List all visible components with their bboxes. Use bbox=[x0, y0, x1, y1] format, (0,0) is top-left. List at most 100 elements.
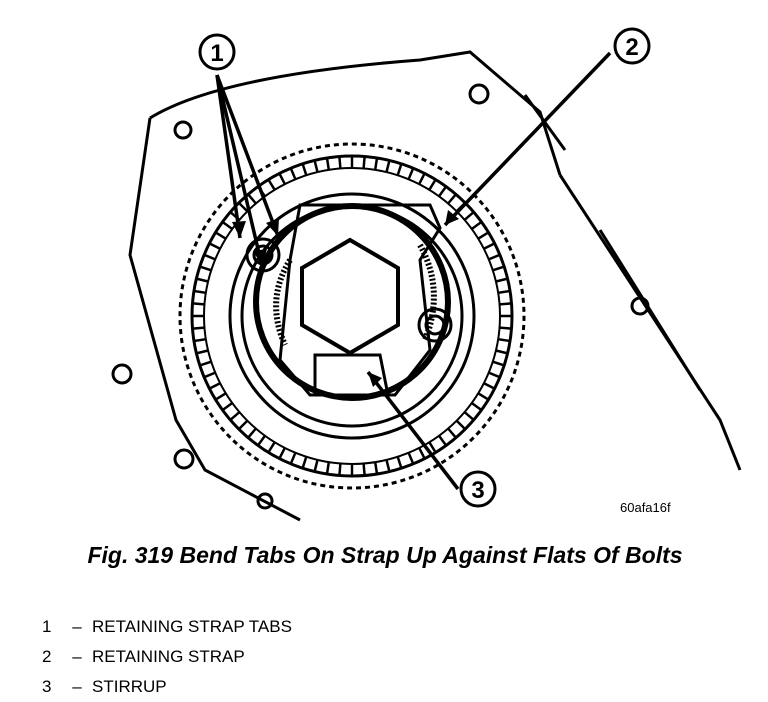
gear-tooth bbox=[407, 452, 415, 465]
gear-tooth bbox=[385, 459, 391, 472]
gear-tooth bbox=[447, 193, 457, 205]
gear-tooth bbox=[455, 419, 466, 430]
gear-tooth bbox=[488, 253, 501, 261]
gear-tooth bbox=[301, 163, 308, 176]
figure-id-label: 60afa16f bbox=[620, 500, 671, 515]
legend-label: RETAINING STRAP TABS bbox=[92, 617, 292, 636]
gear-tooth bbox=[313, 459, 319, 472]
gear-tooth bbox=[196, 349, 209, 355]
callout-3-label: 3 bbox=[471, 477, 484, 504]
gear-tooth bbox=[278, 447, 286, 460]
gear-tooth bbox=[463, 211, 475, 221]
gear-tooth bbox=[407, 167, 415, 180]
gear-tooth bbox=[221, 401, 234, 412]
gear-tooth bbox=[193, 337, 206, 343]
gear-tooth bbox=[362, 156, 366, 169]
gear-tooth bbox=[495, 349, 508, 355]
gear-tooth bbox=[499, 326, 512, 330]
gear-tooth bbox=[289, 452, 297, 465]
legend-dash: – bbox=[72, 647, 82, 666]
gear-tooth bbox=[495, 277, 508, 283]
callout-2-label: 2 bbox=[625, 34, 638, 61]
legend-number: 2 bbox=[42, 647, 52, 666]
gear-tooth bbox=[196, 277, 209, 283]
gear-tooth bbox=[214, 231, 227, 240]
gear-tooth bbox=[203, 371, 216, 379]
legend-dash: – bbox=[72, 617, 82, 636]
gear-tooth bbox=[499, 302, 512, 306]
gear-tooth bbox=[338, 156, 342, 169]
gear-tooth bbox=[437, 185, 448, 198]
gear-tooth bbox=[325, 157, 331, 170]
gear-tooth bbox=[247, 193, 257, 205]
legend: 1 – RETAINING STRAP TABS 2 – RETAINING S… bbox=[42, 612, 292, 702]
legend-item: 1 – RETAINING STRAP TABS bbox=[42, 612, 292, 642]
callout-1: 1 bbox=[198, 33, 236, 71]
gear-tooth bbox=[221, 220, 234, 231]
gear-tooth bbox=[192, 302, 205, 306]
gear-tooth bbox=[396, 163, 403, 176]
gear-tooth bbox=[301, 456, 308, 469]
gear-tooth bbox=[208, 242, 221, 250]
gear-tooth bbox=[229, 411, 241, 421]
gear-tooth bbox=[396, 456, 403, 469]
gear-tooth bbox=[289, 167, 297, 180]
mounting-holes bbox=[111, 83, 650, 510]
gear-tooth bbox=[278, 172, 286, 185]
gear-tooth bbox=[238, 419, 249, 430]
gear-tooth bbox=[267, 441, 276, 454]
housing-outline bbox=[128, 50, 742, 522]
gear-tooth bbox=[338, 463, 342, 476]
gear-tooth bbox=[470, 401, 483, 412]
legend-label: RETAINING STRAP bbox=[92, 647, 245, 666]
gear-tooth bbox=[373, 462, 379, 475]
gear-tooth bbox=[247, 427, 257, 439]
arrowheads bbox=[232, 210, 459, 387]
gear-teeth bbox=[192, 156, 512, 476]
gear-tooth bbox=[418, 172, 426, 185]
gear-tooth bbox=[208, 382, 221, 390]
gear-tooth bbox=[428, 441, 437, 454]
gear-tooth bbox=[483, 382, 496, 390]
gear-tooth bbox=[428, 178, 437, 191]
gear-tooth bbox=[192, 326, 205, 330]
gear-tooth bbox=[325, 462, 331, 475]
gear-tooth bbox=[477, 392, 490, 401]
figure-caption: Fig. 319 Bend Tabs On Strap Up Against F… bbox=[87, 542, 683, 568]
gear-tooth bbox=[492, 265, 505, 272]
gear-tooth bbox=[203, 253, 216, 261]
gear-tooth bbox=[463, 411, 475, 421]
bolt-heads bbox=[245, 237, 453, 343]
strap-assembly bbox=[253, 203, 451, 401]
gear-tooth bbox=[214, 392, 227, 401]
legend-label: STIRRUP bbox=[92, 677, 167, 696]
gear-tooth bbox=[199, 265, 212, 272]
gear-tooth bbox=[483, 242, 496, 250]
gear-tooth bbox=[193, 289, 206, 295]
legend-item: 2 – RETAINING STRAP bbox=[42, 642, 292, 672]
gear-tooth bbox=[488, 371, 501, 379]
callout-1-label: 1 bbox=[210, 40, 223, 67]
legend-number: 3 bbox=[42, 677, 52, 696]
gear-tooth bbox=[238, 202, 249, 213]
technical-illustration: 1 2 3 bbox=[111, 27, 742, 522]
gear-tooth bbox=[313, 160, 319, 173]
gear-tooth bbox=[362, 463, 366, 476]
gear-tooth bbox=[256, 434, 267, 447]
legend-number: 1 bbox=[42, 617, 52, 636]
gear-tooth bbox=[373, 157, 379, 170]
gear-tooth bbox=[199, 360, 212, 367]
gear-tooth bbox=[498, 337, 511, 343]
gear-tooth bbox=[385, 160, 391, 173]
legend-dash: – bbox=[72, 677, 82, 696]
legend-item: 3 – STIRRUP bbox=[42, 672, 292, 702]
gear-tooth bbox=[418, 447, 426, 460]
gear-tooth bbox=[267, 178, 276, 191]
gear-tooth bbox=[437, 434, 448, 447]
flywheel bbox=[178, 142, 526, 490]
gear-tooth bbox=[470, 220, 483, 231]
leader-lines bbox=[215, 51, 612, 491]
gear-tooth bbox=[477, 231, 490, 240]
gear-tooth bbox=[498, 289, 511, 295]
gear-tooth bbox=[447, 427, 457, 439]
